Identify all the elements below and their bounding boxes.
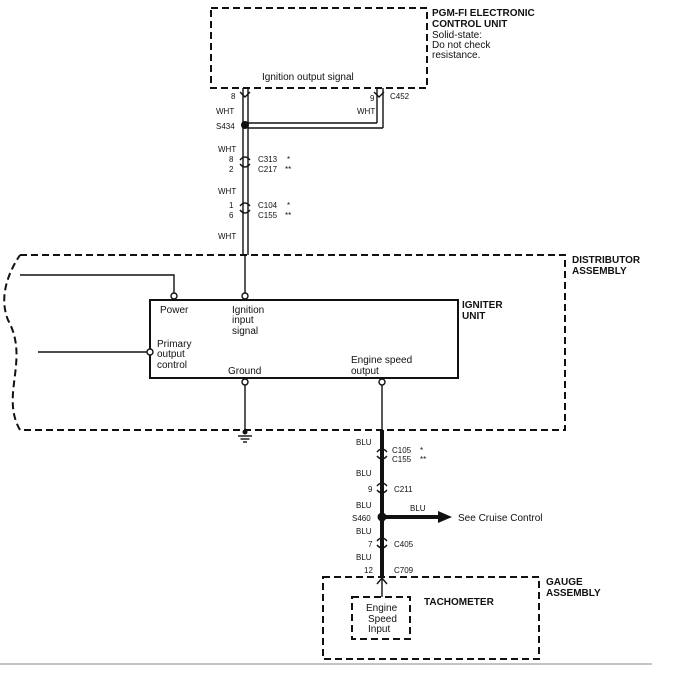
wht-label-b: WHT: [218, 187, 236, 196]
igniter-title-1: IGNITER: [462, 300, 503, 311]
connector-symbol-pin9: [373, 91, 385, 98]
c405-label: C405: [394, 540, 414, 549]
wht-label-left: WHT: [216, 107, 234, 116]
engine-speed-label-2: output: [351, 366, 379, 377]
connector-c405-symbol: [376, 537, 388, 549]
ecu-note-2: Do not check: [432, 40, 491, 51]
c709-label: C709: [394, 566, 414, 575]
arrow-right-icon: [438, 511, 452, 523]
splice-s434-label: S434: [216, 122, 235, 131]
primary-label-3: control: [157, 360, 187, 371]
gauge-title-1: GAUGE: [546, 577, 583, 588]
blu-label-2: BLU: [356, 469, 372, 478]
ecu-title-2: CONTROL UNIT: [432, 19, 507, 30]
blu-label-1: BLU: [356, 438, 372, 447]
ignition-label-1: Ignition: [232, 305, 264, 316]
c104-label: C104: [258, 201, 278, 210]
engine-speed-input-1: Engine: [366, 603, 398, 614]
engine-speed-input-2: Speed: [368, 614, 397, 625]
primary-output-terminal: [146, 348, 154, 356]
c155-label: C155: [258, 211, 278, 220]
power-terminal: [170, 292, 178, 300]
c155-bottom-mark: **: [420, 455, 426, 464]
c217-mark: **: [285, 165, 291, 174]
power-wire: [20, 274, 175, 296]
ground-terminal: [241, 378, 249, 386]
gauge-title-2: ASSEMBLY: [546, 588, 601, 599]
connector-c211-symbol: [376, 482, 388, 494]
pin-9-label: 9: [370, 94, 375, 103]
igniter-title-2: UNIT: [462, 311, 485, 322]
c211-label: C211: [394, 485, 413, 494]
ground-label: Ground: [228, 366, 261, 377]
c155-bottom-label: C155: [392, 455, 412, 464]
wht-label-c: WHT: [218, 232, 236, 241]
splice-s434-dot: [241, 121, 249, 129]
power-label: Power: [160, 305, 189, 316]
primary-label-1: Primary: [157, 339, 191, 350]
connector-symbol-pin8: [239, 91, 251, 98]
see-cruise-control-link[interactable]: See Cruise Control: [458, 513, 542, 524]
primary-label-2: output: [157, 349, 185, 360]
tachometer-label: TACHOMETER: [424, 597, 495, 608]
splice-s460-label: S460: [352, 514, 371, 523]
c452-label: C452: [390, 92, 410, 101]
distributor-title-2: ASSEMBLY: [572, 266, 627, 277]
blu-label-4: BLU: [356, 553, 372, 562]
ignition-label-2: input: [232, 315, 254, 326]
ecu-note-3: resistance.: [432, 50, 480, 61]
ecu-output-label: Ignition output signal: [262, 72, 354, 83]
ignition-label-3: signal: [232, 326, 258, 337]
c405-pin-label: 7: [368, 540, 373, 549]
pin-8-label: 8: [231, 92, 236, 101]
c709-pin-label: 12: [364, 566, 373, 575]
c155-mark: **: [285, 211, 291, 220]
ignition-input-terminal: [241, 292, 249, 300]
ecu-note-1: Solid-state:: [432, 30, 482, 41]
blu-label-s460: BLU: [356, 501, 372, 510]
c313-label: C313: [258, 155, 278, 164]
c217-pin-label: 2: [229, 165, 234, 174]
c313-mark: *: [287, 155, 290, 164]
gauge-assembly-box: [322, 576, 540, 660]
c104-pin-label: 1: [229, 201, 234, 210]
c217-label: C217: [258, 165, 278, 174]
connector-c104-symbol: [239, 202, 251, 214]
engine-speed-input-3: Input: [368, 624, 390, 635]
c105-label: C105: [392, 446, 412, 455]
blu-label-3: BLU: [356, 527, 372, 536]
ecu-title-1: PGM-FI ELECTRONIC: [432, 8, 535, 19]
distributor-title-1: DISTRIBUTOR: [572, 255, 641, 266]
ground-icon: [238, 429, 252, 443]
c104-mark: *: [287, 201, 290, 210]
c313-pin-label: 8: [229, 155, 234, 164]
connector-c105-symbol: [376, 448, 388, 460]
ecu-box: [210, 7, 428, 89]
branch-blu-label: BLU: [410, 504, 426, 513]
engine-speed-terminal: [378, 378, 386, 386]
engine-speed-label-1: Engine speed: [351, 355, 412, 366]
tachometer-input-box: [351, 596, 411, 640]
c155-pin-label: 6: [229, 211, 234, 220]
wht-label-right: WHT: [357, 107, 375, 116]
distributor-assembly-outline: [3, 254, 566, 431]
wht-label-a: WHT: [218, 145, 236, 154]
c211-pin-label: 9: [368, 485, 373, 494]
c105-mark: *: [420, 446, 423, 455]
igniter-unit-box: [149, 299, 459, 379]
connector-c313-symbol: [239, 156, 251, 168]
